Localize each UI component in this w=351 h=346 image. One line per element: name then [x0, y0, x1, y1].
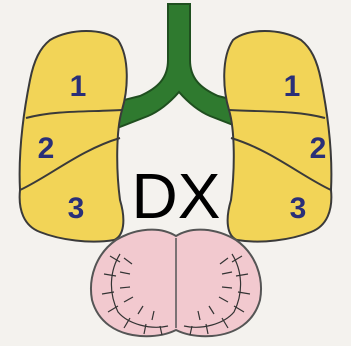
right-lobe-3-label: 3	[290, 192, 307, 225]
center-label: DX	[132, 160, 221, 232]
left-lobe-1-label: 1	[70, 70, 87, 103]
right-lobe-2-label: 2	[310, 132, 327, 165]
left-lung: 1 2 3	[20, 31, 127, 242]
left-lobe-3-label: 3	[68, 192, 85, 225]
right-lung: 1 2 3	[224, 31, 331, 242]
right-lobe-1-label: 1	[284, 70, 301, 103]
left-lobe-2-label: 2	[38, 132, 55, 165]
diaphragm	[91, 230, 261, 337]
